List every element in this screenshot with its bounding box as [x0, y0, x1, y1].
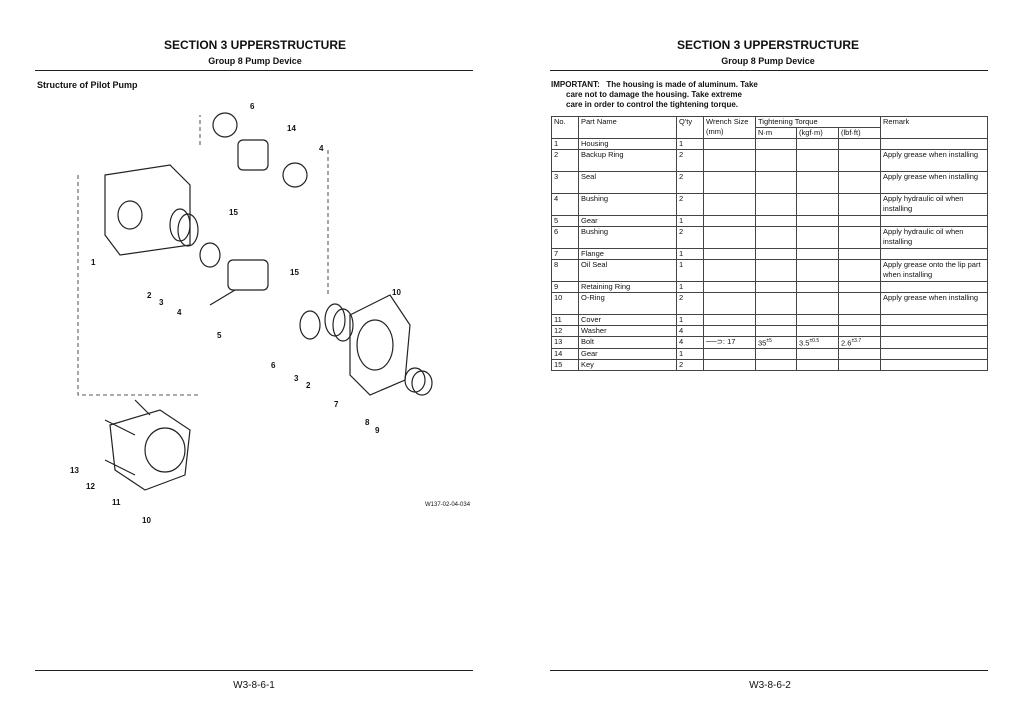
callout-label: 10: [142, 516, 151, 525]
callout-label: 12: [86, 482, 95, 491]
pilot-pump-exploded-diagram: [77, 112, 433, 491]
divider: [550, 70, 988, 71]
callout-label: 6: [271, 361, 276, 370]
header-part-name: Part Name: [578, 116, 677, 139]
callout-label: 15: [229, 208, 238, 217]
right-page-number: W3-8-6-2: [749, 680, 791, 691]
header-wrench: Wrench Size(mm): [703, 116, 756, 139]
header-lbfft: (lbf·ft): [838, 127, 881, 139]
callout-label: 8: [365, 418, 370, 427]
figure-id: W137-02-04-034: [425, 502, 471, 508]
housing-part: [104, 164, 191, 256]
right-group-title: Group 8 Pump Device: [721, 56, 815, 66]
left-group-title: Group 8 Pump Device: [208, 56, 302, 66]
cover-part: [109, 409, 191, 491]
right-section-title: SECTION 3 UPPERSTRUCTURE: [676, 38, 860, 52]
callout-label: 11: [112, 498, 121, 507]
callout-label: 1: [91, 258, 96, 267]
callout-label: 4: [177, 308, 182, 317]
divider: [35, 70, 473, 71]
callout-label: 15: [290, 268, 299, 277]
header-qty: Q'ty: [676, 116, 704, 139]
callout-label: 10: [392, 288, 401, 297]
callout-label: 7: [334, 400, 339, 409]
footer-divider: [550, 670, 988, 671]
header-torque: Tightening Torque: [755, 116, 881, 128]
header-kgfm: (kgf·m): [796, 127, 839, 139]
callout-label: 5: [217, 331, 222, 340]
figure-title: Structure of Pilot Pump: [37, 80, 138, 90]
callout-label: 9: [375, 426, 380, 435]
left-section-title: SECTION 3 UPPERSTRUCTURE: [163, 38, 347, 52]
header-nm: N·m: [755, 127, 797, 139]
bushing-part: [212, 112, 238, 138]
flange-part: [349, 294, 411, 396]
left-page-number: W3-8-6-1: [233, 680, 275, 691]
callout-label: 6: [250, 102, 255, 111]
callout-label: 3: [159, 298, 164, 307]
wrench-icon: ──⊃: [706, 337, 723, 346]
callout-label: 2: [306, 381, 311, 390]
important-note: IMPORTANT: The housing is made of alumin…: [551, 80, 758, 109]
footer-divider: [35, 670, 473, 671]
callout-label: 14: [287, 124, 296, 133]
header-no: No.: [551, 116, 579, 139]
callout-label: 4: [319, 144, 324, 153]
callout-label: 13: [70, 466, 79, 475]
callout-label: 2: [147, 291, 152, 300]
gear-part: [237, 139, 269, 171]
callout-label: 3: [294, 374, 299, 383]
header-remark: Remark: [880, 116, 988, 139]
